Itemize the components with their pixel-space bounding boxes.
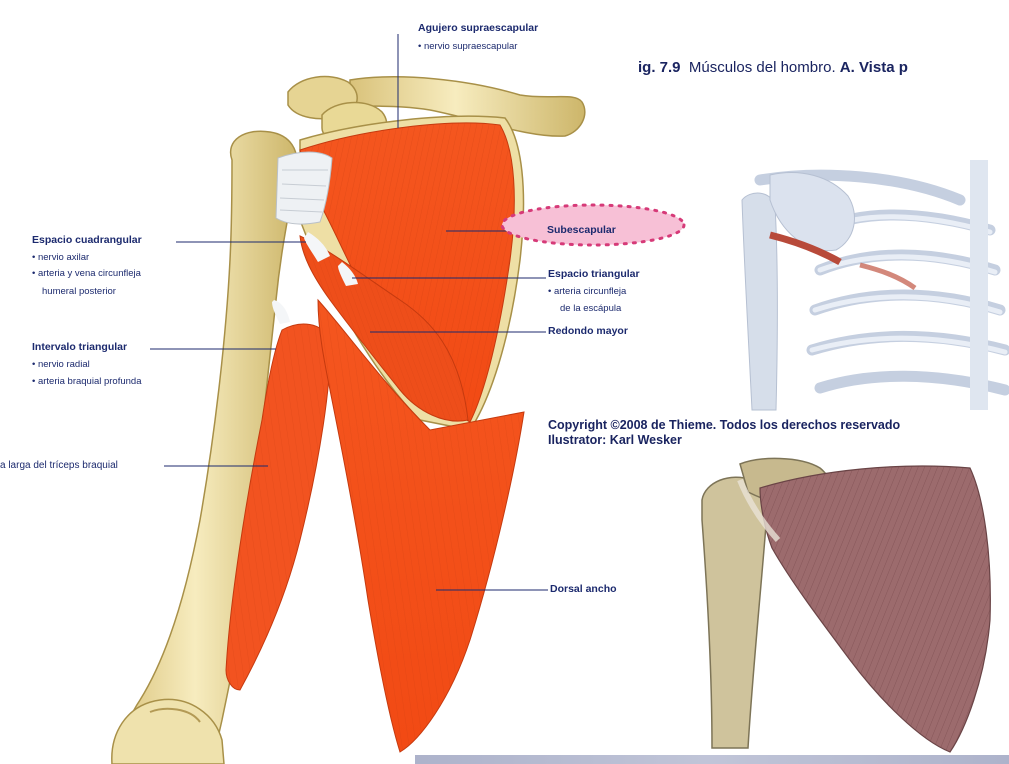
label-espacio-triangular-item-2: de la escápula — [560, 303, 622, 314]
triangular-space — [338, 262, 358, 286]
label-subescapular: Subescapular — [547, 224, 616, 236]
label-agujero-item: • nervio supraescapular — [418, 41, 518, 52]
label-espacio-triangular: Espacio triangular — [548, 268, 640, 280]
label-espacio-cuadrangular-item-2: • arteria y vena circunfleja — [32, 268, 141, 279]
label-triceps-long-head: a larga del tríceps braquial — [0, 460, 118, 471]
label-agujero-supraescapular: Agujero supraescapular — [418, 22, 539, 34]
label-intervalo-triangular-item-1: • nervio radial — [32, 359, 90, 370]
label-intervalo-triangular-item-2: • arteria braquial profunda — [32, 376, 142, 387]
copyright-line: Copyright ©2008 de Thieme. Todos los der… — [548, 418, 901, 432]
figure-title-suffix: A. Vista p — [839, 59, 908, 76]
label-espacio-cuadrangular: Espacio cuadrangular — [32, 234, 142, 246]
quadrangular-space — [304, 232, 330, 262]
triangular-interval — [272, 300, 290, 324]
illustrator-line: Ilustrator: Karl Wesker — [548, 433, 682, 447]
label-espacio-triangular-item-1: • arteria circunfleja — [548, 286, 627, 297]
subscapular-highlight — [500, 203, 686, 247]
figure-title: ig. 7.9 Músculos del hombro. A. Vista p — [638, 59, 908, 76]
bottom-caption-strip — [415, 755, 1009, 764]
copyright-block: Copyright ©2008 de Thieme. Todos los der… — [548, 418, 900, 448]
label-espacio-cuadrangular-item-1: • nervio axilar — [32, 252, 90, 263]
figure-title-text: Músculos del hombro. — [688, 59, 836, 76]
label-redondo-mayor: Redondo mayor — [548, 325, 628, 337]
label-intervalo-triangular: Intervalo triangular — [32, 341, 128, 353]
label-dorsal-ancho: Dorsal ancho — [550, 583, 617, 595]
label-espacio-cuadrangular-item-3: humeral posterior — [42, 286, 116, 297]
figure-number: ig. 7.9 — [638, 59, 681, 76]
